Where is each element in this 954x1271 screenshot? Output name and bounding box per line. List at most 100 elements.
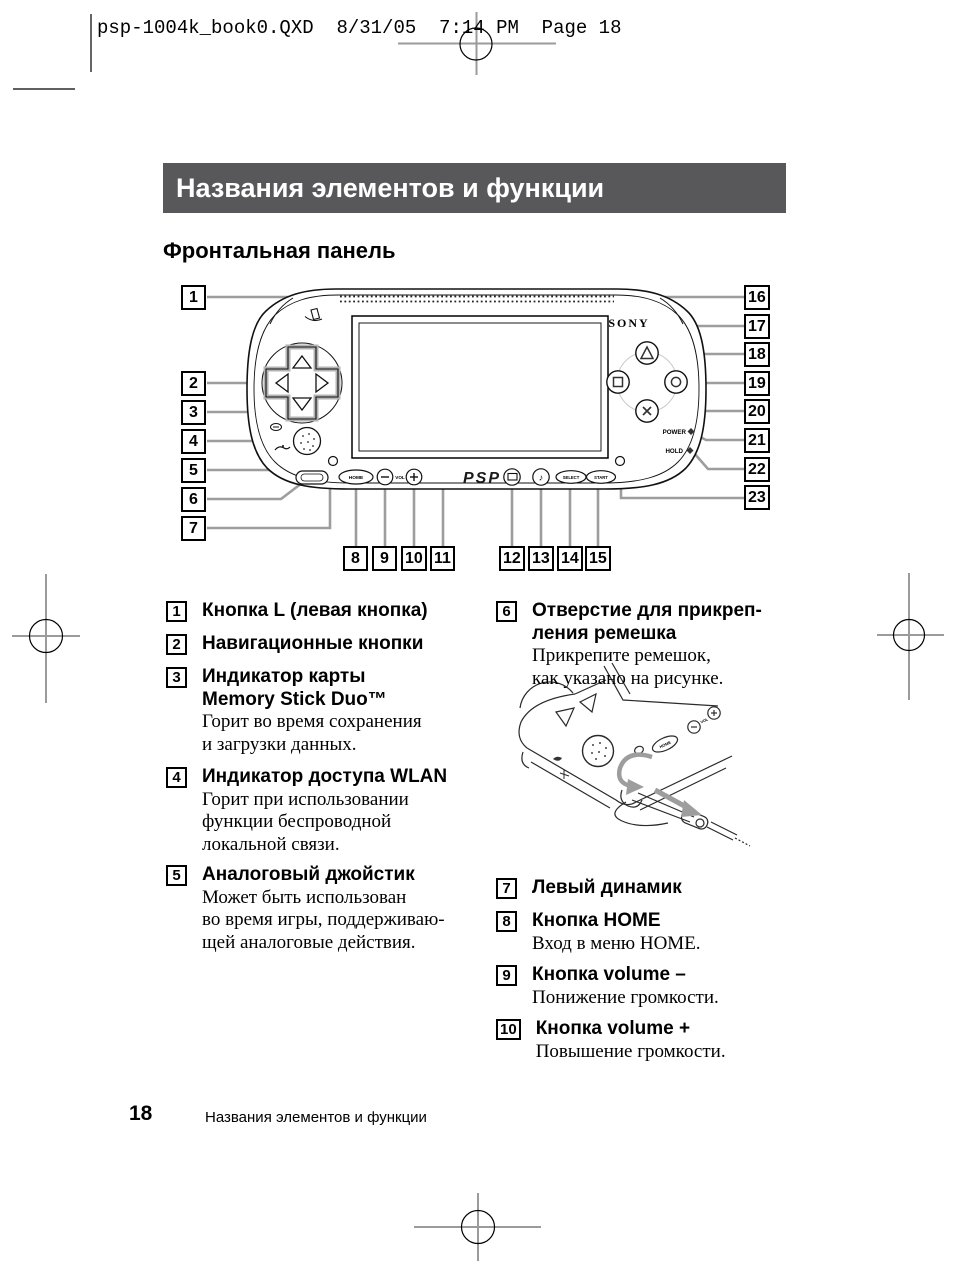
callout-4: 4 (181, 429, 206, 454)
home-button (651, 735, 679, 753)
item-title: Кнопка volume – (532, 964, 686, 985)
list-item-3: 3 Индикатор карты Memory Stick Duo™ Гори… (166, 666, 422, 756)
callout-6: 6 (181, 487, 206, 512)
item-title: Кнопка L (левая кнопка) (202, 600, 428, 621)
circle-button (664, 370, 688, 394)
item-desc-line: Прикрепите ремешок, (532, 645, 711, 666)
analog-stick (292, 426, 322, 456)
psp-logo: PSP (463, 470, 501, 487)
playstation-logo-icon (304, 307, 323, 322)
dpad-up-icon (291, 354, 313, 369)
callout-12: 12 (499, 546, 525, 571)
strap-figure: HOME VOL (518, 662, 751, 847)
analog-stick (581, 734, 615, 768)
svg-text:START: START (594, 475, 608, 480)
svg-text:HOLD: HOLD (665, 448, 683, 455)
callout-17: 17 (744, 314, 770, 339)
list-item-10: 10 Кнопка volume + Повышение громкости. (496, 1018, 726, 1063)
item-number-badge: 1 (166, 601, 187, 622)
item-title: Кнопка volume + (535, 1018, 691, 1039)
print-header: psp-1004k_book0.QXD 8/31/05 7:14 PM Page… (97, 17, 622, 39)
item-desc-line: Горит при использовании (202, 788, 409, 810)
dpad-right-icon (315, 372, 330, 394)
list-item-2: 2 Навигационные кнопки (166, 633, 423, 656)
list-item-1: 1 Кнопка L (левая кнопка) (166, 600, 428, 623)
dpad-left-icon (274, 372, 289, 394)
svg-text:VOL: VOL (700, 717, 709, 724)
callout-1: 1 (181, 285, 206, 310)
face-buttons (606, 341, 688, 423)
list-item-8: 8 Кнопка HOME Вход в меню HOME. (496, 910, 701, 955)
callout-18: 18 (744, 342, 770, 367)
item-title: Отверстие для прикреп- (532, 600, 762, 621)
memory-stick-indicator-icon (270, 423, 282, 431)
callout-3: 3 (181, 400, 206, 425)
item-number-badge: 2 (166, 634, 187, 655)
registration-marks (12, 12, 944, 1261)
svg-text:HOME: HOME (659, 740, 672, 750)
section-subtitle: Фронтальная панель (163, 238, 396, 263)
callout-23: 23 (744, 485, 770, 510)
dpad-right-icon (578, 692, 597, 714)
triangle-button (635, 341, 659, 365)
volume-plus-button (707, 706, 721, 720)
vol-label: VOL (395, 475, 405, 480)
footer-caption: Названия элементов и функции (205, 1109, 427, 1126)
callout-5: 5 (181, 458, 206, 483)
item-desc-line: Понижение громкости. (532, 986, 719, 1008)
item-title-line2: ления ремешка (532, 622, 677, 644)
callout-11: 11 (430, 546, 455, 571)
callout-9: 9 (372, 546, 397, 571)
item-desc-line: функции беспроводной (202, 811, 392, 832)
callout-7: 7 (181, 516, 206, 541)
item-number-badge: 5 (166, 865, 187, 886)
list-item-9: 9 Кнопка volume – Понижение громкости. (496, 964, 719, 1009)
item-desc-line: Может быть использован (202, 886, 407, 908)
item-title: Индикатор карты (202, 666, 366, 687)
item-desc-line: Повышение громкости. (535, 1040, 726, 1062)
right-speaker (614, 455, 626, 467)
display-button (503, 468, 521, 486)
volume-minus-button (687, 720, 701, 734)
dpad-down-icon (554, 707, 576, 728)
item-desc-line: Вход в меню HOME. (532, 932, 701, 954)
item-desc-line: как указано на рисунке. (532, 667, 724, 689)
page-title: Названия элементов и функции (176, 172, 605, 203)
page-title-bar: Названия элементов и функции (163, 163, 786, 213)
item-number-badge: 10 (496, 1019, 521, 1040)
right-shoulder-seam (659, 297, 684, 325)
item-title: Навигационные кнопки (202, 633, 424, 654)
callout-14: 14 (557, 546, 583, 571)
callout-10: 10 (401, 546, 427, 571)
item-title: Кнопка HOME (532, 910, 661, 931)
svg-text:POWER: POWER (663, 429, 687, 436)
direction-arrows (616, 752, 702, 817)
item-desc-line: локальной связи. (202, 833, 340, 855)
item-number-badge: 9 (496, 965, 517, 986)
item-number-badge: 7 (496, 878, 517, 899)
item-number-badge: 6 (496, 601, 517, 622)
dpad-down-icon (291, 397, 313, 412)
callout-15: 15 (585, 546, 611, 571)
directional-buttons (261, 342, 343, 424)
sound-button (532, 468, 550, 486)
callout-16: 16 (744, 285, 770, 310)
square-button (606, 370, 630, 394)
wlan-icon (553, 756, 562, 761)
item-desc-line: и загрузки данных. (202, 733, 357, 755)
strap-hole (295, 470, 329, 485)
item-number-badge: 4 (166, 767, 187, 788)
left-speaker (327, 455, 339, 467)
power-indicator: POWER (663, 428, 695, 436)
footer-page-number: 18 (129, 1102, 153, 1125)
home-button (338, 469, 374, 485)
item-title-line2: Memory Stick Duo™ (202, 688, 387, 710)
psp-device-diagram: HOME VOL PSP ♪ SELECT START SONY (246, 288, 707, 490)
callout-8: 8 (343, 546, 368, 571)
item-title: Аналоговый джойстик (202, 864, 415, 885)
left-shoulder-seam (269, 297, 294, 325)
callout-20: 20 (744, 399, 770, 424)
item-desc-line: Горит во время сохранения (202, 711, 422, 732)
strap (614, 789, 751, 847)
list-item-5: 5 Аналоговый джойстик Может быть использ… (166, 864, 445, 954)
